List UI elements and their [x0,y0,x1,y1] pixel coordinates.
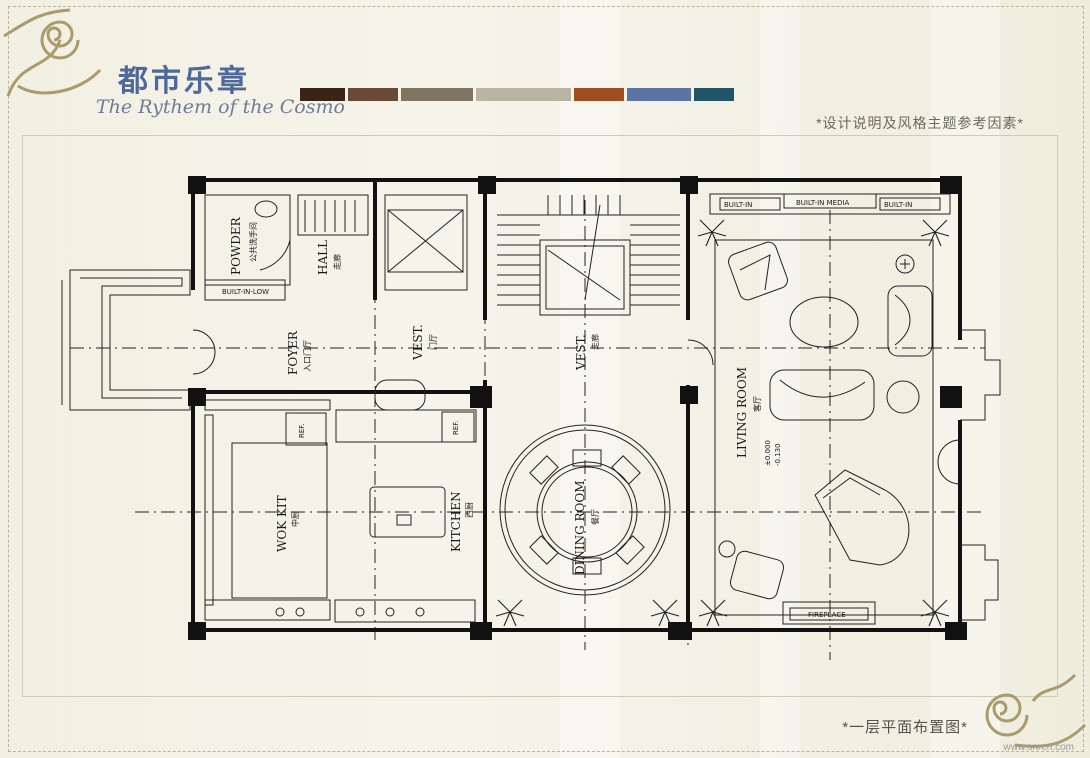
label-wok-kit: WOK KIT [275,495,289,552]
room-labels: POWDER 公共洗手间 HALL 走廊 FOYER 入口门厅 VEST. 门厅… [229,216,782,575]
color-swatch [694,88,734,101]
color-swatch [401,88,473,101]
label-dining-room-cn: 餐厅 [591,509,600,525]
label-vest-1-cn: 门厅 [428,334,438,350]
label-powder: POWDER [229,216,243,275]
label-fireplace: FIREPLACE [808,611,846,619]
elevator [384,194,468,291]
powder-room [204,194,291,301]
east-wing [960,329,1001,621]
label-kitchen-cn: 西厨 [465,502,474,518]
kitchen-furniture [204,379,477,623]
dining-room-furniture [499,424,671,596]
color-swatch [300,88,345,101]
drawing-caption: *一层平面布置图* [842,719,968,736]
label-vest-2: VEST. [574,334,588,371]
hall-closet [297,194,369,236]
label-built-in-low: BUILT-IN-LOW [222,288,269,296]
label-living-room-cn: 客厅 [752,396,762,412]
title-english: The Rythem of the Cosmo [96,96,345,118]
label-level-1: ±0.000 [764,440,772,466]
label-built-in-media: BUILT-IN MEDIA [796,199,850,207]
label-powder-cn: 公共洗手间 [248,222,258,262]
label-level-2: -0.130 [774,443,782,466]
label-foyer: FOYER [286,330,300,375]
label-vest-2-cn: 走廊 [590,334,600,350]
color-swatch [574,88,624,101]
inner-frame [22,135,1058,697]
living-room-furniture [709,193,951,625]
label-built-in-right: BUILT-IN [884,201,912,209]
corner-swirl-ornament-top-left [3,8,102,97]
color-swatch [348,88,398,101]
label-vest-1: VEST. [411,324,425,361]
label-ref-1: REF. [298,424,306,438]
color-palette [300,88,734,101]
structural-columns [188,176,967,640]
watermark: www.snren.com [1003,742,1074,753]
label-built-in-left: BUILT-IN [724,201,752,209]
outer-frame [8,6,1084,752]
label-living-room: LIVING ROOM [735,367,749,458]
axis-lines [70,185,985,660]
entrance-wing [61,269,191,411]
label-kitchen: KITCHEN [449,491,463,552]
staircase [497,195,680,316]
doors [192,329,961,485]
label-ref-2: REF. [452,421,460,435]
label-hall-cn: 走廊 [332,254,342,270]
label-dining-room: DINING ROOM [573,481,587,576]
potted-plants [495,219,950,627]
label-wok-kit-cn: 中厨 [290,511,300,527]
color-swatch [627,88,691,101]
color-swatch [476,88,571,101]
exterior-walls [191,178,962,632]
fixture-labels: BUILT-IN-LOW BUILT-IN BUILT-IN MEDIA BUI… [222,199,912,619]
label-hall: HALL [316,240,330,275]
title-chinese: 都市乐章 [118,64,250,99]
label-foyer-cn: 入口门厅 [302,340,312,372]
corner-swirl-ornament-bottom-right [985,673,1087,748]
subtitle: *设计说明及风格主题参考因素* [816,115,1024,131]
